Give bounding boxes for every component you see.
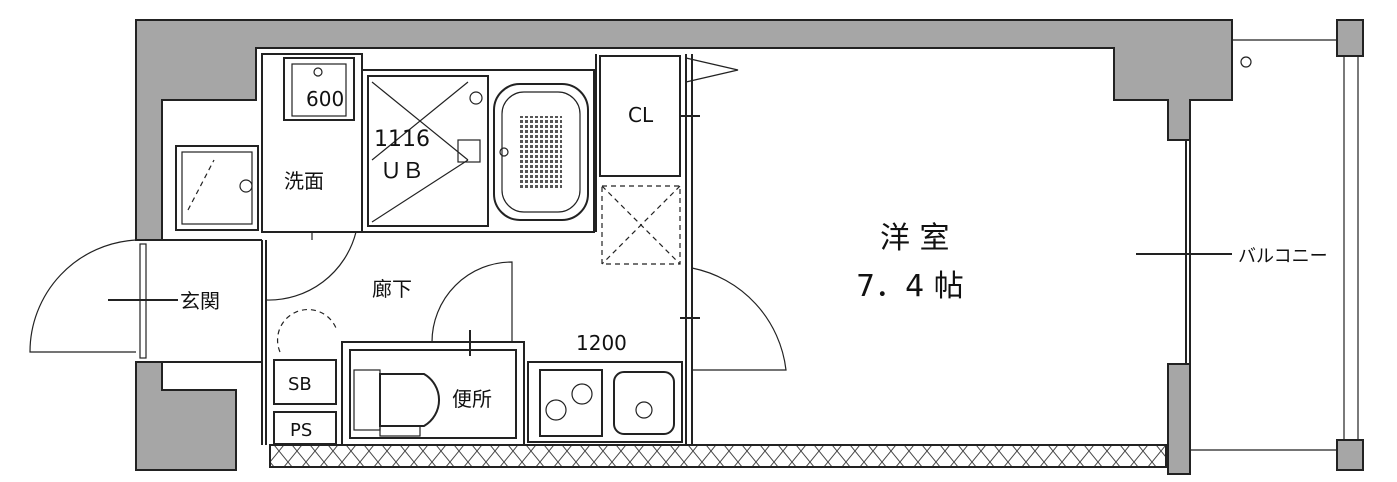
kitchen-size-label: 1200 (576, 331, 627, 355)
western-room-size: 7．4 帖 (856, 269, 964, 304)
entrance-label: 玄関 (180, 289, 220, 313)
kitchen (527, 361, 683, 443)
bath-type-label: ＵＢ (380, 159, 424, 184)
corridor-label: 廊下 (372, 277, 412, 301)
refrigerator-space (601, 185, 681, 265)
shoe-box-label: SB (288, 374, 312, 395)
toilet-label: 便所 (452, 387, 492, 411)
unit-bath (367, 75, 589, 227)
pipe-space-label: PS (290, 420, 312, 441)
washing-machine-pan (175, 145, 259, 231)
toilet-door-swing (431, 261, 513, 343)
washroom-door-swing (265, 231, 357, 301)
exterior-corridor-hatch (269, 444, 1167, 468)
exterior-walls (135, 19, 1364, 475)
closet-label: CL (628, 103, 654, 127)
interior-walls (140, 39, 1359, 451)
bath-size-label: 1116 (374, 127, 430, 152)
storage-boxes (273, 308, 337, 445)
entrance-door (29, 239, 178, 359)
washroom-label: 洗面 (284, 169, 324, 193)
wash-basin (283, 57, 355, 121)
closet (599, 55, 739, 177)
western-room-label: 洋 室 (880, 221, 950, 256)
balcony-label: バルコニー (1238, 246, 1328, 267)
toilet (341, 341, 525, 446)
sink-size-label: 600 (306, 87, 344, 111)
room-door-swing (691, 267, 787, 371)
